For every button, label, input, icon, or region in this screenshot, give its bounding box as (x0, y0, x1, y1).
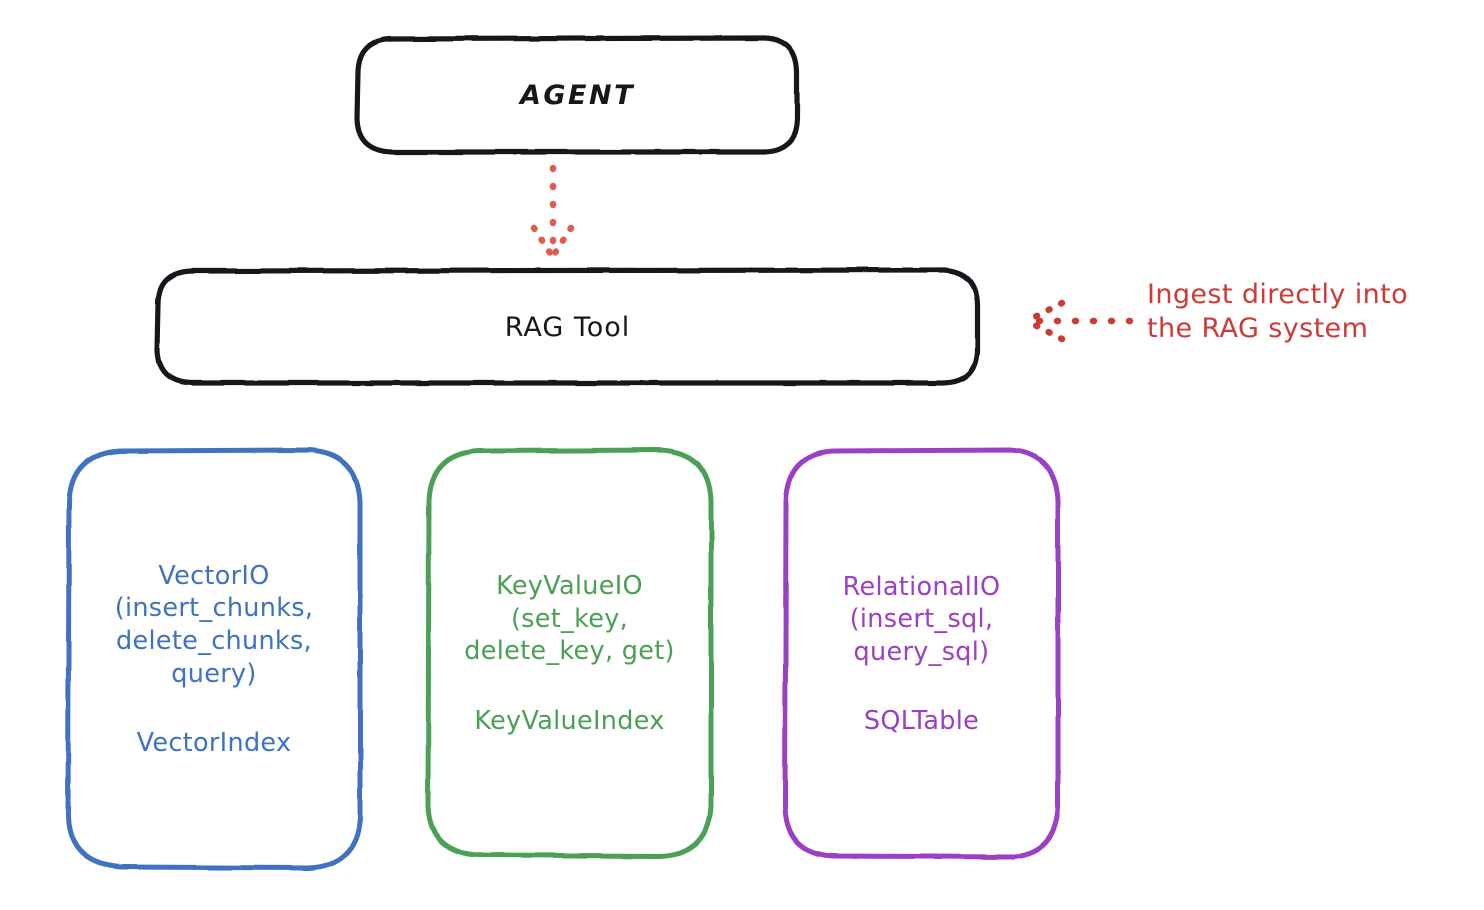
vector-io-node[interactable]: VectorIO (insert_chunks, delete_chunks, … (68, 450, 360, 868)
key-value-io-interface-label: KeyValueIO (set_key, delete_key, get) (464, 571, 675, 667)
rag-tool-label: RAG Tool (504, 311, 631, 343)
ingest-annotation-text: Ingest directly into the RAG system (1147, 279, 1409, 344)
sql-table-label: SQLTable (863, 706, 980, 737)
agent-to-rag-tool-arrow (530, 164, 575, 260)
vector-io-interface-label: VectorIO (insert_chunks, delete_chunks, … (114, 560, 314, 689)
key-value-index-label: KeyValueIndex (474, 705, 665, 736)
agent-node[interactable]: AGENT (357, 38, 798, 153)
key-value-io-node[interactable]: KeyValueIO (set_key, delete_key, get) Ke… (428, 450, 711, 856)
vector-index-label: VectorIndex (136, 728, 292, 759)
relational-io-node[interactable]: RelationalIO (insert_sql, query_sql) SQL… (785, 450, 1058, 857)
relational-io-interface-label: RelationalIO (insert_sql, query_sql) (842, 571, 1001, 667)
ingest-to-rag-tool-arrow (1025, 299, 1134, 343)
rag-tool-node[interactable]: RAG Tool (157, 270, 978, 384)
agent-label: AGENT (519, 80, 635, 111)
